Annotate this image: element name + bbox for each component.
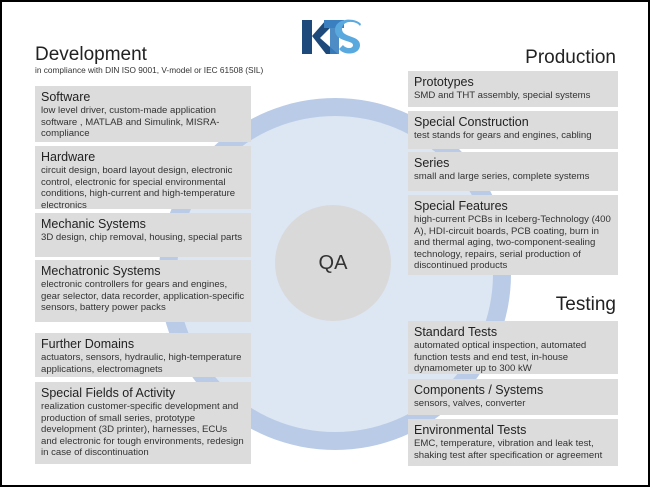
item-title: Special Features <box>414 199 508 213</box>
item-text: 3D design, chip removal, housing, specia… <box>41 232 243 243</box>
item-text: EMC, temperature, vibration and leak tes… <box>414 438 603 461</box>
item-title: Standard Tests <box>414 325 498 339</box>
item-title: Software <box>41 90 91 104</box>
item-text: realization customer-specific developmen… <box>41 401 244 459</box>
item-title: Special Construction <box>414 115 529 129</box>
item-title: Special Fields of Activity <box>41 386 176 400</box>
item-title: Hardware <box>41 150 96 164</box>
item-text: electronic controllers for gears and eng… <box>41 279 245 314</box>
item-text: actuators, sensors, hydraulic, high-temp… <box>41 352 242 375</box>
item-title: Components / Systems <box>414 383 544 397</box>
development-title: Development <box>35 44 147 65</box>
kts-logo <box>302 19 361 54</box>
item-text: high-current PCBs in Iceberg-Technology … <box>414 214 611 272</box>
qa-circle: QA <box>275 205 391 321</box>
item-text: SMD and THT assembly, special systems <box>414 90 591 101</box>
item-title: Further Domains <box>41 337 135 351</box>
item-title: Series <box>414 156 450 170</box>
item-title: Prototypes <box>414 75 474 89</box>
item-text: sensors, valves, converter <box>414 398 526 409</box>
item-title: Environmental Tests <box>414 423 527 437</box>
item-text: automated optical inspection, automated … <box>414 340 587 375</box>
item-title: Mechanic Systems <box>41 217 146 231</box>
production-title: Production <box>525 47 616 68</box>
item-text: small and large series, complete systems <box>414 171 590 182</box>
item-title: Mechatronic Systems <box>41 264 161 278</box>
testing-title: Testing <box>555 294 616 315</box>
item-text: test stands for gears and engines, cabli… <box>414 130 592 141</box>
item-text: low level driver, custom-made applicatio… <box>41 105 220 140</box>
item-text: circuit design, board layout design, ele… <box>41 165 236 211</box>
development-subtitle: in compliance with DIN ISO 9001, V-model… <box>35 65 264 75</box>
qa-label: QA <box>318 251 348 274</box>
